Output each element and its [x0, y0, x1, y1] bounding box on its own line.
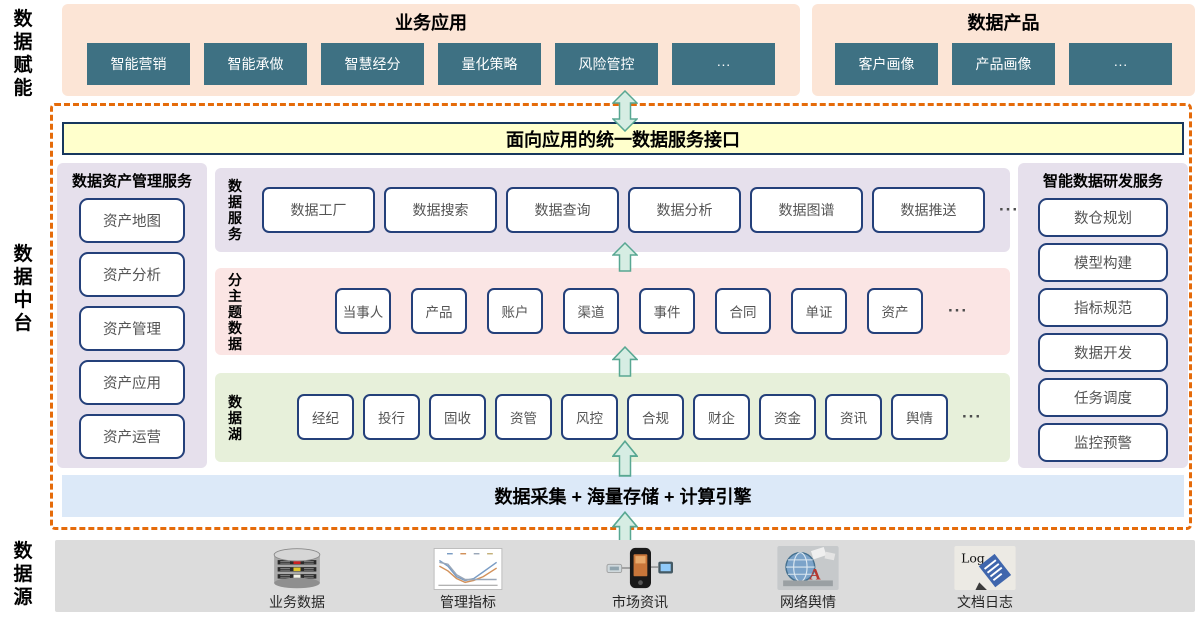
rd-services-panel: 智能数据研发服务 数仓规划 模型构建 指标规范 数据开发 任务调度 监控预警 — [1018, 163, 1188, 468]
service-box-data-graph: 数据图谱 — [750, 187, 863, 233]
source-item-mgmt-metrics: 管理指标 — [408, 545, 528, 612]
lake-box-finance: 财企 — [693, 394, 750, 440]
source-item-web-sentiment: A 网络舆情 — [748, 545, 868, 612]
up-arrow-icon — [612, 346, 638, 377]
subject-data-items: 当事人 产品 账户 渠道 事件 合同 单证 资产 ··· — [335, 288, 968, 334]
asset-management-items: 资产地图 资产分析 资产管理 资产应用 资产运营 — [57, 198, 207, 459]
subject-box-channel: 渠道 — [563, 288, 619, 334]
database-icon — [268, 545, 326, 590]
service-box-data-push: 数据推送 — [872, 187, 985, 233]
data-services-label: 数据服务 — [228, 178, 242, 242]
data-lake-more: ··· — [962, 407, 982, 426]
subject-box-contract: 合同 — [715, 288, 771, 334]
app-chip-quant-strategy: 量化策略 — [438, 43, 541, 85]
source-label: 网络舆情 — [780, 594, 836, 610]
log-file-icon: Log — [954, 545, 1016, 590]
source-label: 文档日志 — [957, 594, 1013, 610]
business-apps-panel: 业务应用 智能营销 智能承做 智慧经分 量化策略 风险管控 ··· — [62, 4, 800, 96]
subject-box-product: 产品 — [411, 288, 467, 334]
side-label-data-empowerment: 数据赋能 — [13, 9, 33, 99]
lake-box-compliance: 合规 — [627, 394, 684, 440]
subject-box-event: 事件 — [639, 288, 695, 334]
rd-box-metric-standards: 指标规范 — [1038, 288, 1168, 327]
product-chip-product-profile: 产品画像 — [952, 43, 1055, 85]
asset-management-panel: 数据资产管理服务 资产地图 资产分析 资产管理 资产应用 资产运营 — [57, 163, 207, 468]
log-icon-text: Log — [961, 550, 985, 565]
rd-box-monitoring-alert: 监控预警 — [1038, 423, 1168, 462]
data-lake-band: 数据湖 经纪 投行 固收 资管 风控 合规 财企 资金 资讯 舆情 ··· — [215, 373, 1010, 462]
data-products-items: 客户画像 产品画像 ··· — [812, 43, 1195, 85]
app-chip-risk-control: 风险管控 — [555, 43, 658, 85]
side-label-data-platform: 数据中台 — [13, 244, 33, 334]
lake-box-asset-mgmt: 资管 — [495, 394, 552, 440]
data-products-title: 数据产品 — [967, 13, 1040, 33]
rd-services-items: 数仓规划 模型构建 指标规范 数据开发 任务调度 监控预警 — [1018, 198, 1188, 462]
app-chip-smart-analytics: 智慧经分 — [321, 43, 424, 85]
line-chart-icon — [433, 545, 503, 590]
service-box-data-query: 数据查询 — [506, 187, 619, 233]
app-chip-more: ··· — [672, 43, 775, 85]
source-label: 业务数据 — [269, 594, 325, 610]
data-source-strip: 业务数据 管理指标 — [55, 540, 1195, 612]
data-services-more: ··· — [999, 200, 1019, 219]
up-arrow-icon — [612, 440, 638, 477]
source-label: 管理指标 — [440, 594, 496, 610]
rd-box-data-development: 数据开发 — [1038, 333, 1168, 372]
lake-box-brokerage: 经纪 — [297, 394, 354, 440]
rd-services-title: 智能数据研发服务 — [1042, 173, 1163, 190]
up-arrow-icon — [612, 242, 638, 272]
app-chip-smart-marketing: 智能营销 — [87, 43, 190, 85]
double-arrow-icon — [612, 90, 638, 132]
mobile-phone-icon — [604, 545, 676, 590]
source-item-market-info: 市场资讯 — [580, 545, 700, 612]
subject-box-asset: 资产 — [867, 288, 923, 334]
lake-box-investment-banking: 投行 — [363, 394, 420, 440]
source-item-business-data: 业务数据 — [237, 545, 357, 612]
asset-box-analysis: 资产分析 — [79, 252, 185, 297]
rd-box-warehouse-planning: 数仓规划 — [1038, 198, 1168, 237]
asset-management-title: 数据资产管理服务 — [71, 173, 192, 190]
service-box-data-analysis: 数据分析 — [628, 187, 741, 233]
subject-data-label: 分主题数据 — [228, 272, 242, 352]
product-chip-more: ··· — [1069, 43, 1172, 85]
svg-text:A: A — [809, 565, 821, 583]
lake-box-information: 资讯 — [825, 394, 882, 440]
asset-box-management: 资产管理 — [79, 306, 185, 351]
lake-box-risk-control: 风控 — [561, 394, 618, 440]
business-apps-title: 业务应用 — [395, 13, 467, 33]
source-label: 市场资讯 — [612, 594, 668, 610]
service-box-data-search: 数据搜索 — [384, 187, 497, 233]
app-chip-smart-underwriting: 智能承做 — [204, 43, 307, 85]
product-chip-customer-profile: 客户画像 — [835, 43, 938, 85]
rd-box-task-scheduling: 任务调度 — [1038, 378, 1168, 417]
data-products-panel: 数据产品 客户画像 产品画像 ··· — [812, 4, 1195, 96]
data-services-band: 数据服务 数据工厂 数据搜索 数据查询 数据分析 数据图谱 数据推送 ··· — [215, 168, 1018, 252]
subject-box-document: 单证 — [791, 288, 847, 334]
side-label-data-source: 数据源 — [13, 541, 33, 608]
globe-icon: A — [777, 545, 839, 590]
lake-box-funds: 资金 — [759, 394, 816, 440]
infrastructure-bar: 数据采集 + 海量存储 + 计算引擎 — [62, 475, 1184, 517]
asset-box-operation: 资产运营 — [79, 414, 185, 459]
lake-box-sentiment: 舆情 — [891, 394, 948, 440]
data-services-items: 数据工厂 数据搜索 数据查询 数据分析 数据图谱 数据推送 ··· — [262, 187, 1019, 233]
asset-box-application: 资产应用 — [79, 360, 185, 405]
lake-box-fixed-income: 固收 — [429, 394, 486, 440]
rd-box-model-building: 模型构建 — [1038, 243, 1168, 282]
subject-box-account: 账户 — [487, 288, 543, 334]
data-lake-items: 经纪 投行 固收 资管 风控 合规 财企 资金 资讯 舆情 ··· — [297, 394, 982, 440]
subject-data-more: ··· — [948, 301, 968, 320]
asset-box-map: 资产地图 — [79, 198, 185, 243]
service-box-data-factory: 数据工厂 — [262, 187, 375, 233]
subject-data-band: 分主题数据 当事人 产品 账户 渠道 事件 合同 单证 资产 ··· — [215, 268, 1010, 355]
source-item-doc-logs: Log 文档日志 — [925, 545, 1045, 612]
subject-box-party: 当事人 — [335, 288, 391, 334]
data-lake-label: 数据湖 — [228, 394, 242, 442]
business-apps-items: 智能营销 智能承做 智慧经分 量化策略 风险管控 ··· — [62, 43, 800, 85]
